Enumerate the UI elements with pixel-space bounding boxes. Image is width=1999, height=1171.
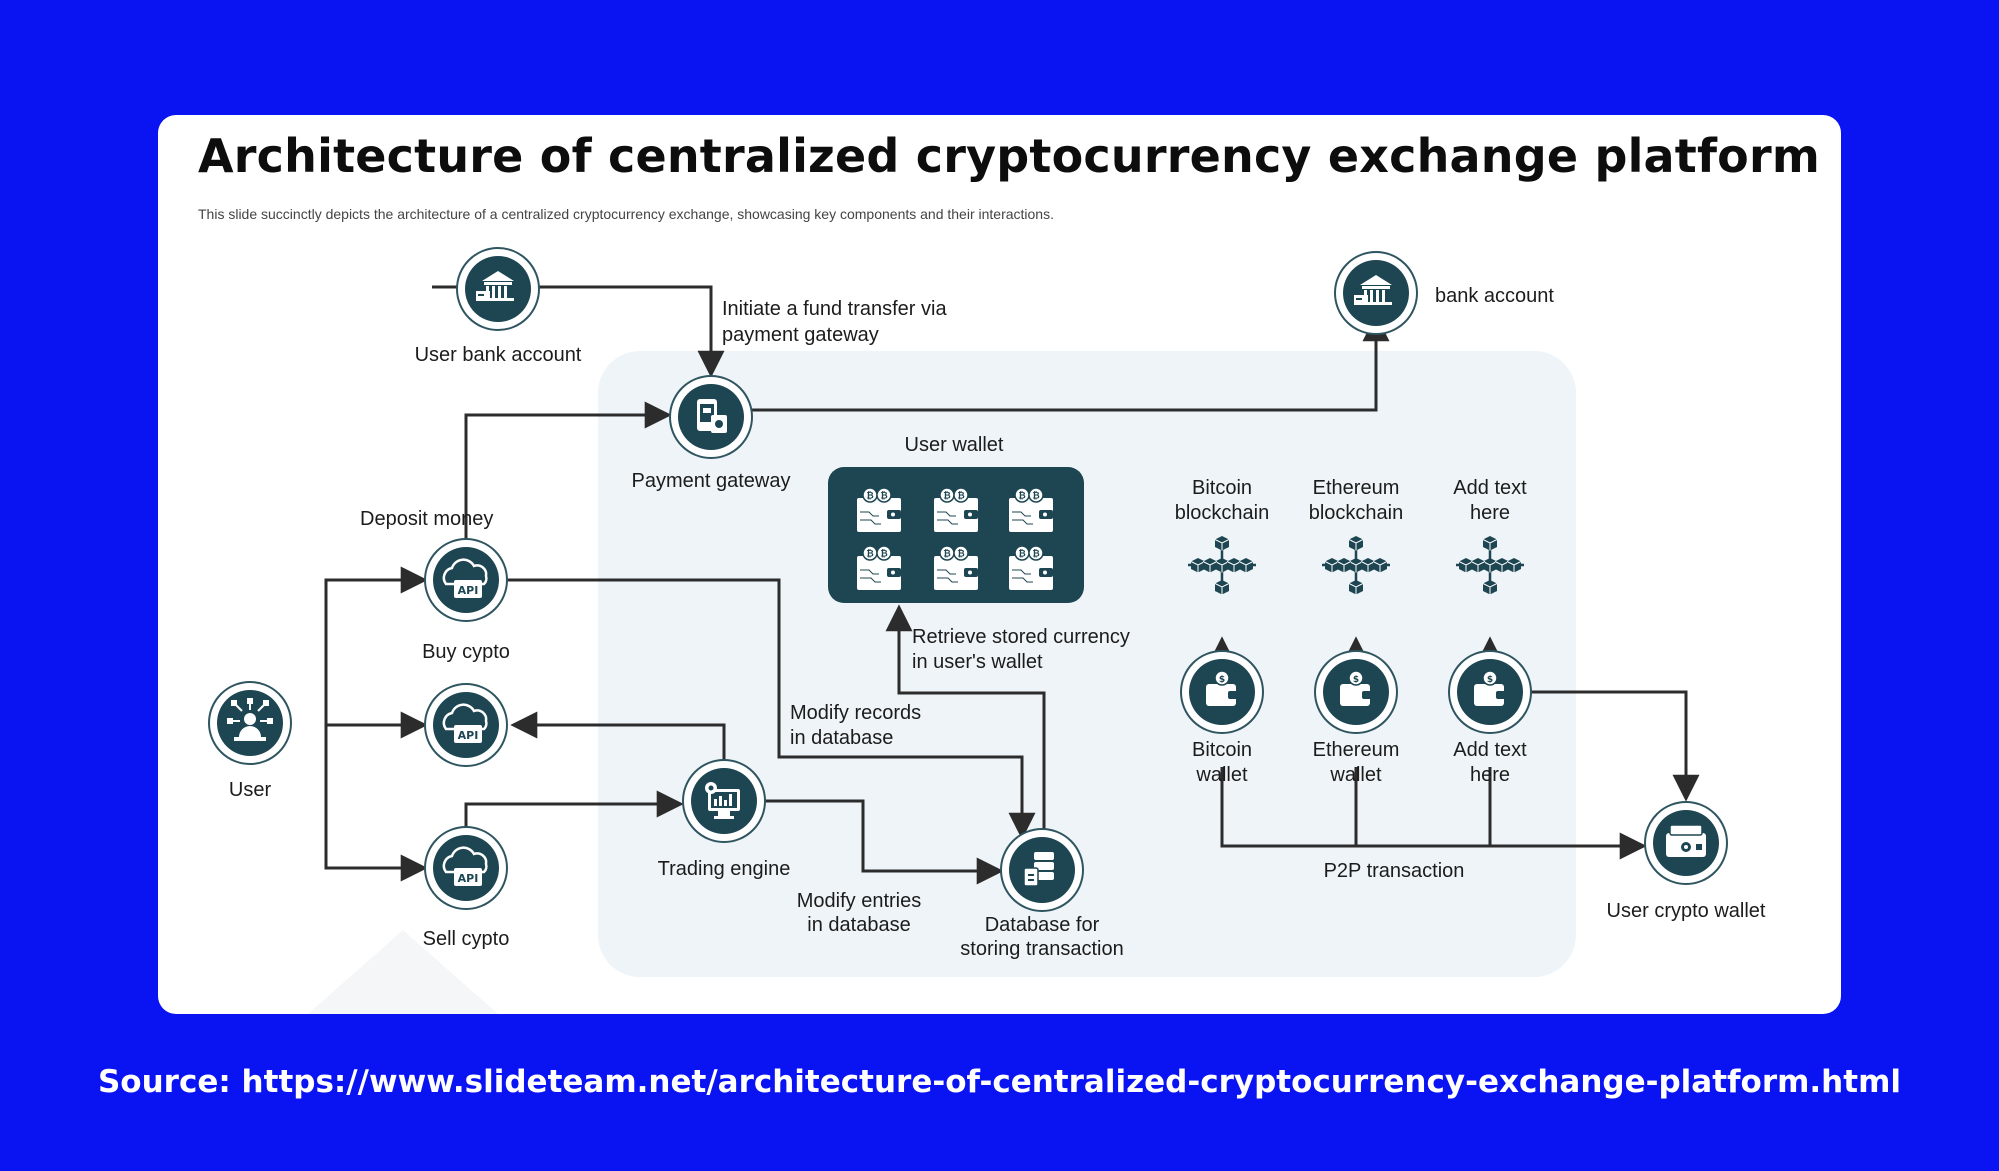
edge-p2p — [1220, 767, 1647, 860]
custom-wallet-node — [1448, 650, 1532, 734]
platform-panel — [598, 351, 1576, 977]
user-bank-account-node — [456, 247, 540, 331]
modify-entries-label-line1: Modify entries — [797, 890, 922, 912]
user-node — [208, 681, 292, 765]
edge-gateway-to-bank — [751, 314, 1390, 412]
ethereum-blockchain-label-line1: Ethereum — [1313, 477, 1400, 499]
user-label: User — [229, 779, 272, 801]
edge-deposit — [464, 401, 672, 541]
buy-crypto-label: Buy cypto — [422, 641, 510, 663]
custom-blockchain-label-line1: Add text — [1453, 477, 1527, 499]
api-node — [424, 683, 508, 767]
bitcoin-wallet-node — [1180, 650, 1264, 734]
bitcoin-wallet-label-line1: Bitcoin — [1192, 739, 1252, 761]
edge-custom-to-crypto-wallet — [1530, 690, 1700, 802]
deposit-money-label: Deposit money — [360, 508, 493, 530]
custom-wallet-label-line1: Add text — [1453, 739, 1527, 761]
database-node — [1000, 828, 1084, 912]
trading-engine-label: Trading engine — [658, 858, 791, 880]
user-wallet-label: User wallet — [905, 434, 1004, 456]
connectors — [324, 285, 1700, 885]
bitcoin-blockchain-label-line1: Bitcoin — [1192, 477, 1252, 499]
user-crypto-wallet-node — [1644, 801, 1728, 885]
decorative-shape — [308, 930, 498, 1014]
database-label-line1: Database for — [985, 914, 1100, 936]
crypto-wallet-icon — [1665, 824, 1707, 858]
page-title: Architecture of centralized cryptocurren… — [198, 129, 1820, 183]
ethereum-blockchain-label-line2: blockchain — [1309, 502, 1404, 524]
bitcoin-wallet-label-line2: wallet — [1195, 764, 1248, 786]
edge-user-to-sell — [324, 725, 428, 882]
p2p-transaction-label: P2P transaction — [1324, 860, 1465, 882]
user-bank-account-label: User bank account — [415, 344, 582, 366]
custom-wallet-label-line2: here — [1470, 764, 1510, 786]
ethereum-wallet-label-line2: wallet — [1329, 764, 1382, 786]
modify-entries-label-line2: in database — [807, 914, 910, 936]
source-caption: Source: https://www.slideteam.net/archit… — [97, 1064, 1901, 1100]
user-wallet-box — [828, 467, 1084, 603]
architecture-diagram: API — [208, 247, 1766, 1014]
modify-records-label-line1: Modify records — [790, 702, 921, 724]
sell-crypto-node — [424, 826, 508, 910]
edge-user-to-buy — [324, 566, 428, 725]
edge-engine-to-api — [510, 711, 726, 766]
bank-account-node — [1334, 251, 1418, 335]
sell-crypto-label: Sell cypto — [423, 928, 510, 950]
initiate-transfer-label-line1: Initiate a fund transfer via — [722, 298, 947, 320]
retrieve-currency-label-line1: Retrieve stored currency — [912, 626, 1130, 648]
edge-buy-to-db — [507, 578, 1036, 840]
user-crypto-wallet-label: User crypto wallet — [1607, 900, 1766, 922]
bitcoin-blockchain-label-line2: blockchain — [1175, 502, 1270, 524]
initiate-transfer-label-line2: payment gateway — [722, 324, 879, 346]
ethereum-wallet-node — [1314, 650, 1398, 734]
edge-sell-to-engine — [464, 790, 684, 828]
bank-account-label: bank account — [1435, 285, 1554, 307]
edge-db-to-wallet — [885, 604, 1046, 829]
payment-gateway-label: Payment gateway — [632, 470, 791, 492]
payment-gateway-node — [669, 375, 753, 459]
retrieve-currency-label-line2: in user's wallet — [912, 651, 1043, 673]
edge-engine-to-db — [765, 799, 1004, 885]
ethereum-wallet-label-line1: Ethereum — [1313, 739, 1400, 761]
database-label-line2: storing transaction — [960, 938, 1123, 960]
custom-blockchain-label-line2: here — [1470, 502, 1510, 524]
modify-records-label-line2: in database — [790, 727, 893, 749]
buy-crypto-node — [424, 538, 508, 622]
trading-engine-node — [682, 759, 766, 843]
slide-card: Architecture of centralized cryptocurren… — [158, 115, 1841, 1014]
page-subtitle: This slide succinctly depicts the archit… — [198, 206, 1054, 222]
